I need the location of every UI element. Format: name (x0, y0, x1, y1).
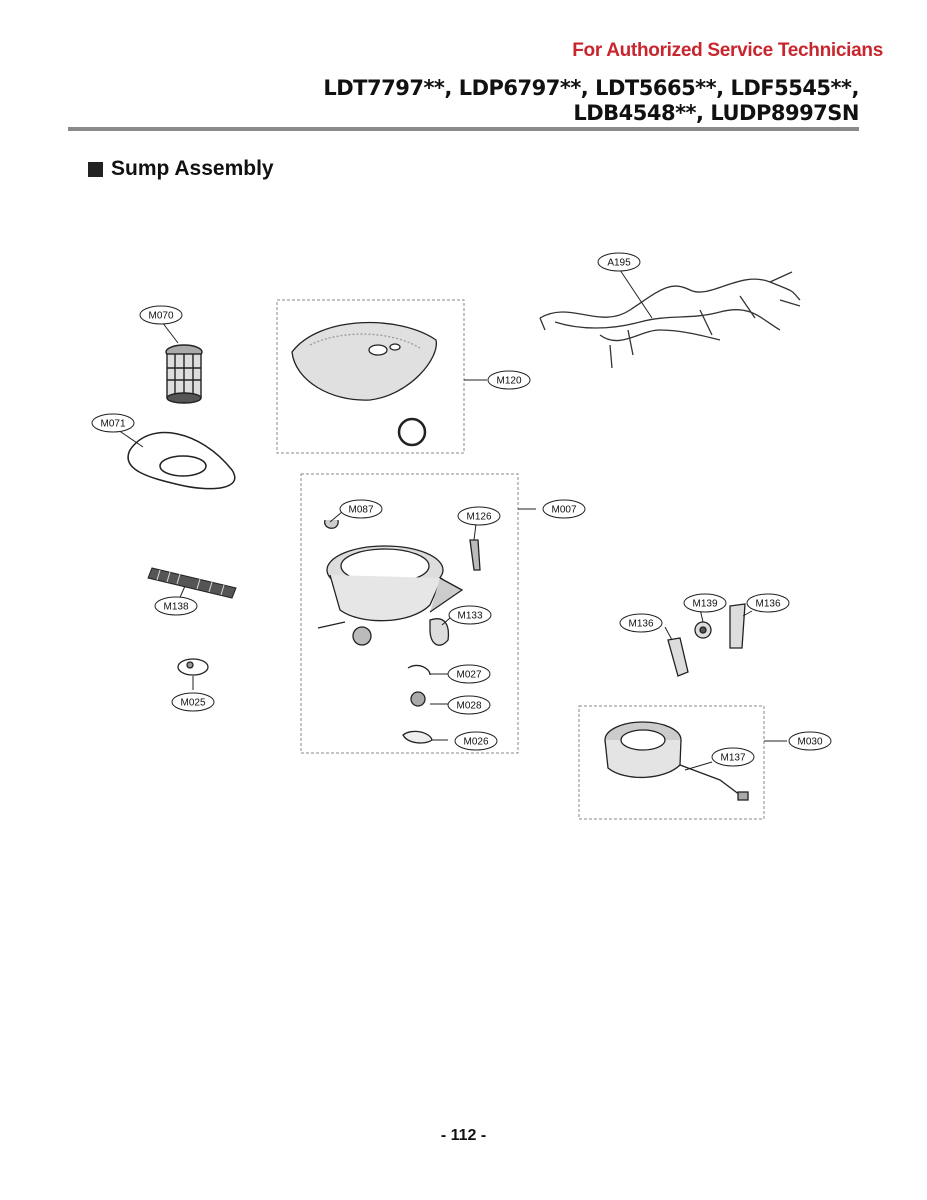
motor-part (604, 721, 749, 801)
callout-m007: M007 (542, 499, 586, 519)
callout-m133: M133 (448, 605, 492, 625)
svg-text:M030: M030 (797, 737, 822, 748)
motor-bracket-parts (667, 603, 746, 677)
gasket-part (127, 431, 236, 490)
bullet-square-icon (88, 161, 103, 177)
svg-text:M136: M136 (755, 599, 780, 610)
section-title: Sump Assembly (111, 157, 274, 180)
svg-text:M138: M138 (163, 602, 188, 613)
filter-cup-part (165, 344, 203, 404)
service-notice: For Authorized Service Technicians (572, 40, 883, 61)
svg-text:M139: M139 (692, 599, 717, 610)
callout-m030: M030 (788, 731, 832, 751)
motor-group-box (578, 705, 765, 820)
svg-text:M007: M007 (551, 505, 576, 516)
callout-m139: M139 (683, 593, 727, 613)
page-number: - 112 - (440, 1127, 487, 1144)
callout-m126: M126 (457, 506, 501, 526)
callout-a195: A195 (597, 252, 641, 272)
filter-plate-part (291, 321, 437, 447)
callout-m070: M070 (139, 305, 183, 325)
svg-text:M126: M126 (466, 512, 491, 523)
callout-m026: M026 (454, 731, 498, 751)
svg-text:M027: M027 (456, 670, 481, 681)
model-numbers: LDT7797**, LDP6797**, LDT5665**, LDF5545… (323, 76, 859, 126)
callout-m120: M120 (487, 370, 531, 390)
model-numbers-line-2: LDB4548**, LUDP8997SN (573, 101, 859, 125)
svg-text:M070: M070 (148, 311, 173, 322)
callout-m136-left: M136 (619, 613, 663, 633)
svg-text:M025: M025 (180, 698, 205, 709)
callout-m071: M071 (91, 413, 135, 433)
callout-m137: M137 (711, 747, 755, 767)
svg-text:M028: M028 (456, 701, 481, 712)
sump-group-box (300, 473, 519, 754)
callout-m087: M087 (339, 499, 383, 519)
svg-text:M136: M136 (628, 619, 653, 630)
svg-text:M087: M087 (348, 505, 373, 516)
svg-text:M137: M137 (720, 753, 745, 764)
hose-part (147, 567, 237, 599)
callout-m025: M025 (171, 692, 215, 712)
wire-harness-part (539, 271, 801, 369)
callout-m027: M027 (447, 664, 491, 684)
svg-text:A195: A195 (607, 258, 631, 269)
header-divider (68, 127, 859, 131)
model-numbers-line-1: LDT7797**, LDP6797**, LDT5665**, LDF5545… (323, 76, 859, 100)
leader-lines (117, 269, 787, 771)
svg-text:M071: M071 (100, 419, 125, 430)
callout-m136-right: M136 (746, 593, 790, 613)
small-cap-part (177, 658, 209, 676)
section-heading: Sump Assembly (88, 157, 274, 181)
callout-m028: M028 (447, 695, 491, 715)
svg-text:M120: M120 (496, 376, 521, 387)
svg-text:M026: M026 (463, 737, 488, 748)
sump-housing-part (317, 519, 481, 744)
callout-m138: M138 (154, 596, 198, 616)
svg-text:M133: M133 (457, 611, 482, 622)
